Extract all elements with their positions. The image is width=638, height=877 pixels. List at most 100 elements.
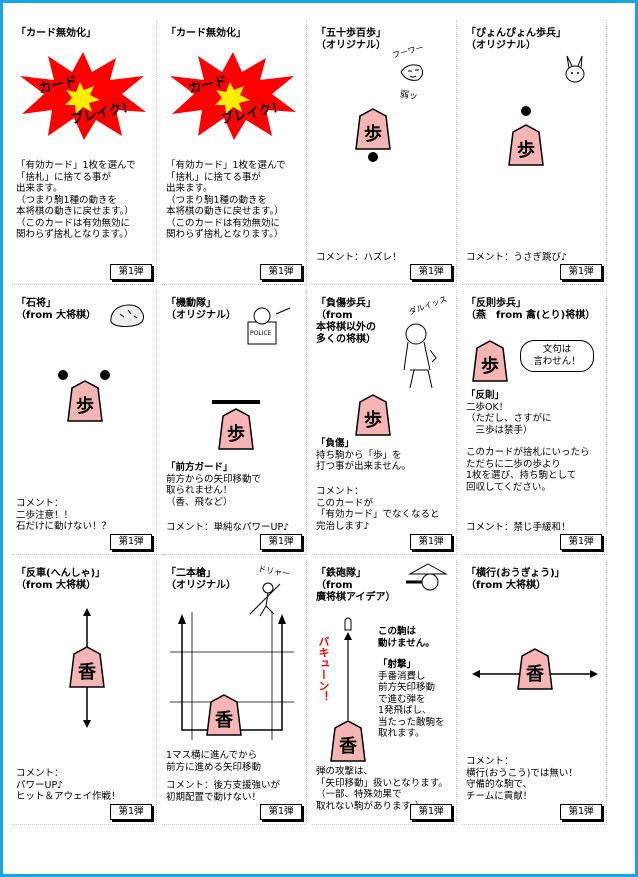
- body-line: （このカードは有効無効に: [166, 217, 281, 229]
- card-title: 「石将」: [16, 298, 56, 309]
- card-card-nullify-2[interactable]: 「カード無効化」 カード ブレイク！ 「有効カード」1枚を選んで 「捨札」に捨て…: [162, 20, 307, 285]
- dan-badge: 第1弾: [410, 804, 452, 820]
- card-subtitle: （from 大将棋）: [16, 580, 97, 591]
- card-gojippo-hyappo[interactable]: 「五十歩百歩」 （オリジナル） フーワー 弱ッ 歩 コメント：ハズレ！ 第1弾: [312, 20, 457, 285]
- shogi-piece-kyo: 香: [330, 720, 366, 762]
- piece-glyph: 香: [339, 736, 357, 757]
- body-line: 本将棋の動きに戻せます。）: [16, 206, 134, 217]
- card-pyonpyon-fuhyo[interactable]: 「ぴょんぴょん歩兵」 （オリジナル） 歩 コメント：うさぎ跳び♪ 第1弾: [462, 20, 607, 285]
- body-line: （つまり駒1種の動きを: [16, 194, 118, 206]
- card-body: 「有効カード」1枚を選んで 「捨札」に捨てる事が 出来ます。 （つまり駒1種の動…: [16, 160, 156, 241]
- body-line: （一部、特殊効果で: [316, 789, 402, 800]
- card-teppotai[interactable]: 「鉄砲隊」 （from 廣将棋アイデア） バキューン！ 香 この駒は 動けません…: [312, 560, 457, 825]
- bubble-line: 言わせん！: [533, 356, 581, 367]
- doodle-text: 弱ッ: [399, 89, 419, 103]
- card-body: 「反則」 二歩OK！ （ただし、さすがに 三歩は禁手） このカードが捨札にいった…: [466, 390, 606, 493]
- card-title: 「ぴょんぴょん歩兵」: [466, 28, 566, 39]
- body-line: （このカードは有効無効に: [16, 217, 131, 229]
- body-line: 関わらず捨札となります。）: [16, 229, 134, 240]
- dan-badge: 第1弾: [260, 534, 302, 550]
- card-comment: コメント： 二歩注意！！ 石だけに動けない！？: [16, 498, 156, 533]
- card-card-nullify-1[interactable]: 「カード無効化」 カード ブレイク！ 「有効カード」1枚を選んで 「捨札」に捨て…: [12, 20, 157, 285]
- comment-line: コメント：: [466, 756, 514, 767]
- body-line: 取れます。: [378, 728, 425, 739]
- bullet-icon: [342, 616, 354, 724]
- body-line: 回収してください。: [466, 481, 551, 493]
- comment-line: このカードが: [316, 497, 374, 509]
- piece-glyph: 歩: [364, 410, 382, 431]
- card-title: 「負傷歩兵」: [316, 298, 376, 309]
- card-sekisho[interactable]: 「石将」 （from 大将棋） 歩 コメント： 二歩注意！！ 石だけに動けない！…: [12, 290, 157, 555]
- bakyun-sound-text: バキューン！: [317, 636, 330, 702]
- move-dot: [368, 152, 378, 162]
- card-ogyo[interactable]: 「横行(おうぎょう)」 （from 大将棋） 香 コメント： 横行(おうこう)で…: [462, 560, 607, 825]
- card-hansoku-fuhyo[interactable]: 「反則歩兵」 （燕 from 禽(とり)将棋） 歩 文句は 言わせん！ 「反則」…: [462, 290, 607, 555]
- card-subtitle: （オリジナル）: [466, 40, 536, 51]
- move-dot: [100, 370, 110, 380]
- card-comment: コメント：うさぎ跳び♪: [466, 252, 606, 264]
- body-line: 前方矢印移動: [378, 682, 436, 693]
- body-line: （ただし、さすがに: [466, 413, 552, 424]
- face-doodle-icon: [398, 60, 428, 86]
- comment-line: コメント：後方支援強いが: [166, 780, 281, 791]
- dan-badge: 第1弾: [260, 804, 302, 820]
- card-title: 「横行(おうぎょう)」: [466, 568, 565, 579]
- card-hensha[interactable]: 「反車(へんしゃ)」 （from 大将棋） 香 コメント： パワーUP♪ ヒット…: [12, 560, 157, 825]
- body-line: 取れない駒があります。）: [316, 800, 425, 812]
- card-subtitle: （燕 from 禽(とり)将棋）: [466, 310, 596, 321]
- stone-icon: [108, 302, 146, 332]
- body-line: 二歩OK！: [466, 401, 509, 413]
- riot-police-doodle-icon: POLICE: [244, 304, 294, 352]
- shogi-piece-kyo: 香: [517, 648, 553, 690]
- front-guard-bar: [212, 400, 260, 404]
- body-line: このカードが捨札にいったら: [466, 447, 590, 458]
- comment-line: ヒット＆アウェイ作戦！: [16, 791, 121, 802]
- card-fusho-fuhyo[interactable]: 「負傷歩兵」 （from 本将棋以外の 多くの将棋） ダルイッス 歩 「負傷」 …: [312, 290, 457, 555]
- card-title: 「反則歩兵」: [466, 298, 526, 309]
- comment-line: 初期配置で動けない！: [166, 791, 262, 803]
- rabbit-icon: [562, 54, 588, 88]
- body-line: 「前方ガード」: [166, 462, 233, 473]
- police-text: POLICE: [250, 330, 272, 337]
- body-line: 1発飛ばし、: [378, 705, 432, 716]
- card-kidotai[interactable]: 「機動隊」 （オリジナル） POLICE 歩 「前方ガード」 前方からの矢印移動…: [162, 290, 307, 555]
- comment-line: 「有効カード」でなくなると: [316, 509, 440, 520]
- body-line: 「矢印移動」扱いとなります。: [316, 777, 448, 789]
- card-comment: コメント：単純なパワーUP♪: [166, 522, 306, 534]
- card-break-burst: カード ブレイク！: [168, 50, 298, 144]
- bubble-line: 文句は: [542, 344, 572, 355]
- shogi-piece-fu: 歩: [508, 124, 544, 166]
- dan-badge: 第1弾: [410, 534, 452, 550]
- shogi-piece-fu: 歩: [355, 108, 391, 150]
- card-body: 「前方ガード」 前方からの矢印移動で 取られません！ （香、飛など）: [166, 462, 306, 508]
- body-line: 1マス横に進んでから: [166, 750, 258, 761]
- card-comment: コメント：後方支援強いが 初期配置で動けない！: [166, 780, 306, 803]
- comment-line: コメント：: [16, 498, 64, 509]
- card-nihonyari[interactable]: 「二本槍」 （オリジナル） ドリャー 香 1マス横に進んでから 前方に進める矢: [162, 560, 307, 825]
- card-title: 「五十歩百歩」: [316, 28, 386, 39]
- body-line: 「捨札」に捨てる事が: [16, 171, 112, 183]
- card-title: 「カード無効化」: [166, 28, 246, 39]
- gunner-doodle-icon: [406, 562, 452, 602]
- dan-badge: 第1弾: [260, 264, 302, 280]
- card-subtitle: （オリジナル）: [166, 580, 236, 591]
- body-line: 取られません！: [166, 485, 233, 496]
- body-line: 1枚を選び、持ち駒として: [466, 470, 577, 481]
- comment-line: 石だけに動けない！？: [16, 521, 112, 532]
- card-subtitle: 本将棋以外の: [316, 322, 376, 333]
- move-dot: [521, 106, 531, 116]
- body-line: 関わらず捨札となります。）: [166, 229, 284, 240]
- body-line: 弾の攻撃は、: [316, 766, 374, 777]
- card-body: 「有効カード」1枚を選んで 「捨札」に捨てる事が 出来ます。 （つまり駒1種の動…: [166, 160, 306, 241]
- card-subtitle: （オリジナル）: [316, 40, 386, 51]
- card-subtitle: （from: [316, 310, 353, 321]
- comment-line: チームに貢献！: [466, 790, 533, 802]
- card-title: 「二本槍」: [166, 568, 216, 579]
- card-subtitle: （from: [316, 580, 353, 591]
- card-title: 「反車(へんしゃ)」: [16, 568, 106, 579]
- body-line: 「有効カード」1枚を選んで: [16, 160, 136, 171]
- card-title: 「機動隊」: [166, 298, 216, 309]
- shogi-piece-fu: 歩: [67, 380, 103, 422]
- body-line: 動けません。: [378, 637, 435, 649]
- body-line: 「負傷」: [316, 438, 355, 449]
